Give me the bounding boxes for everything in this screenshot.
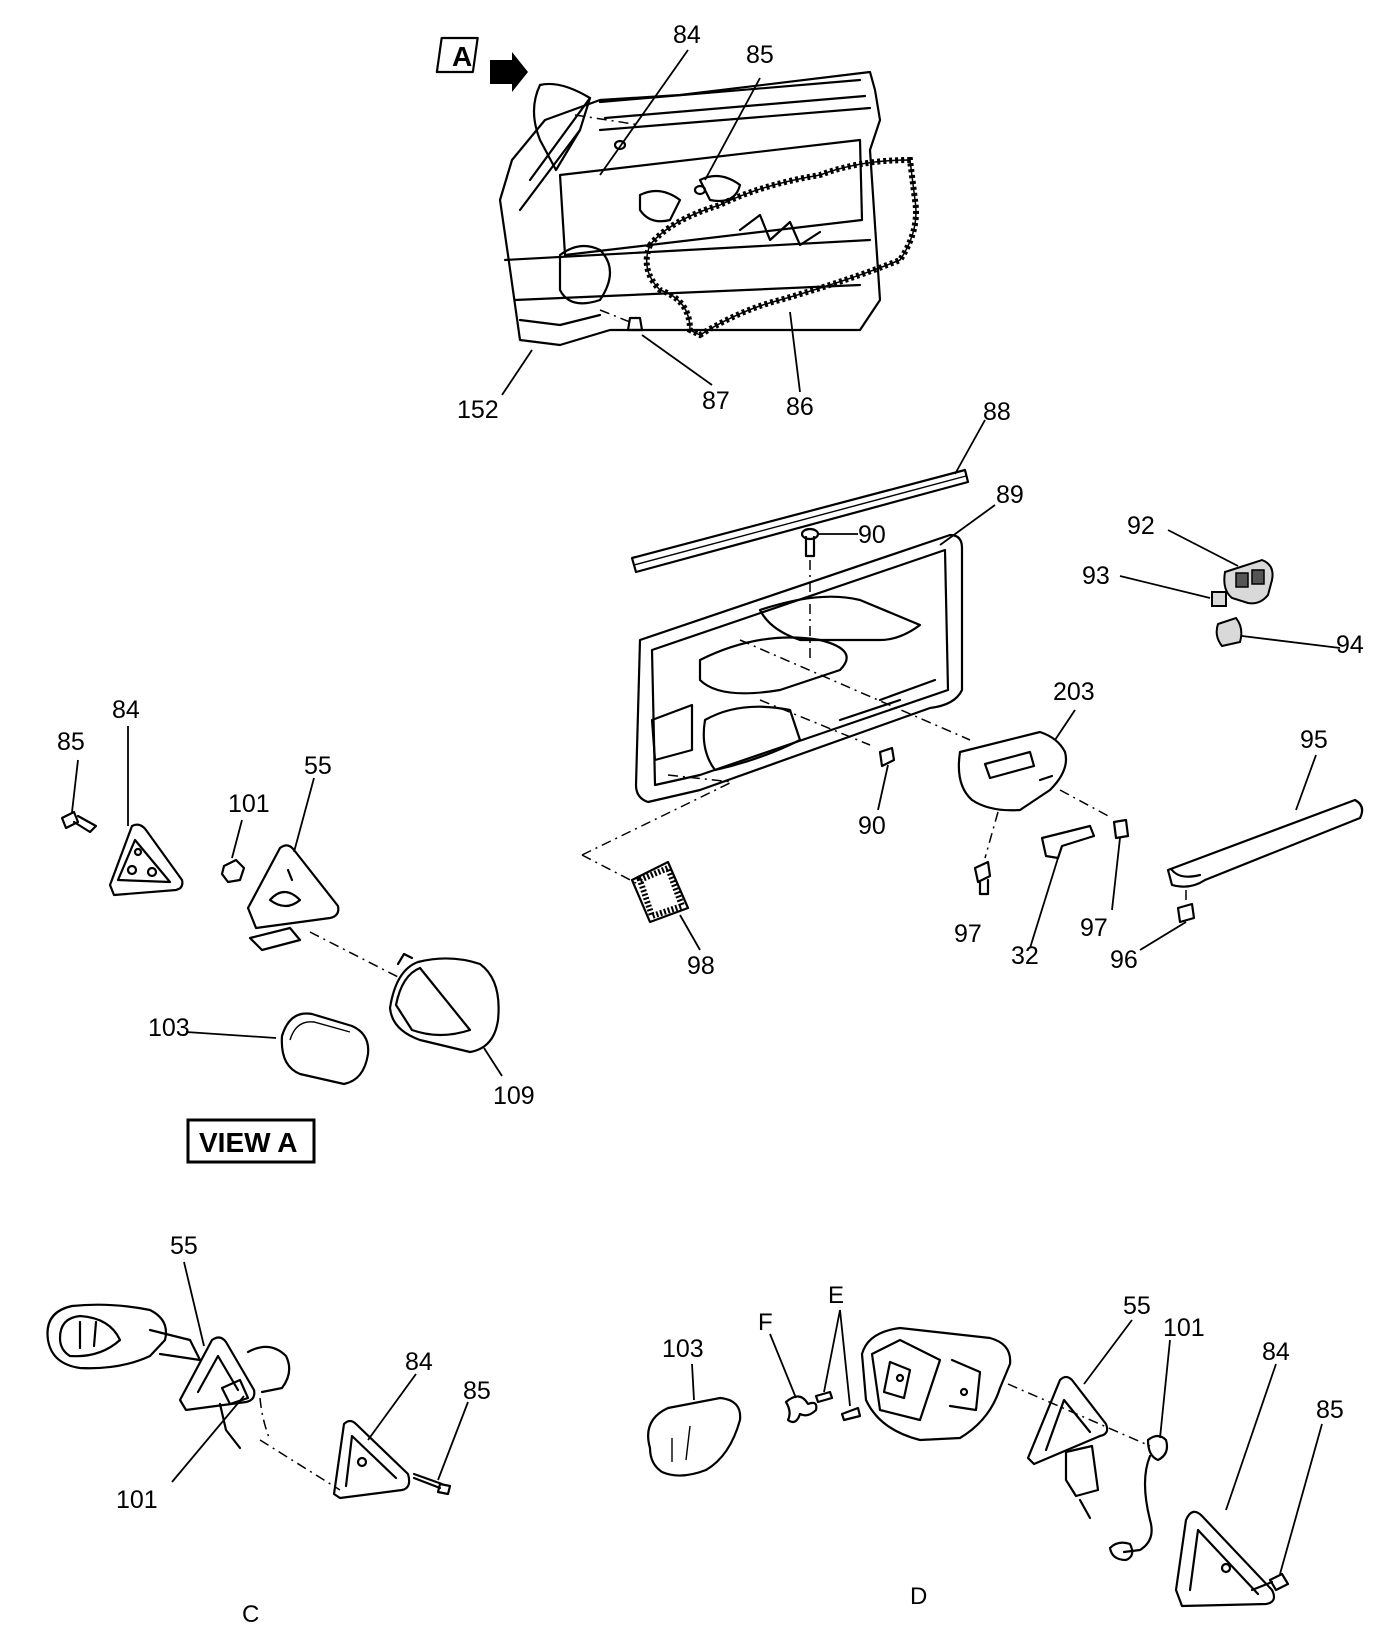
callout-152: 152 <box>457 396 499 424</box>
view-d-callout-85: 85 <box>1316 1396 1344 1424</box>
callout-93: 93 <box>1082 562 1110 590</box>
view-d: 103 F E 55 101 84 85 D <box>647 1282 1344 1610</box>
trim-32 <box>1040 824 1096 860</box>
mirror-glass-103 <box>280 1012 370 1086</box>
speaker-grille-98 <box>630 860 690 924</box>
view-a-title-box <box>186 1118 316 1164</box>
view-d-grommet-101 <box>1108 1434 1169 1562</box>
belt-weatherstrip-88 <box>630 468 970 574</box>
view-c-seal-84 <box>332 1419 411 1500</box>
callout-94: 94 <box>1336 631 1364 659</box>
view-c-screw-85 <box>412 1472 452 1496</box>
view-a-callout-103: 103 <box>148 1014 190 1042</box>
callout-84: 84 <box>673 21 701 49</box>
pull-handle-95 <box>1166 798 1364 888</box>
view-d-callout-101: 101 <box>1163 1314 1205 1342</box>
switch-92 <box>1223 558 1274 605</box>
view-a-title: VIEW A <box>199 1127 298 1158</box>
screw-85 <box>60 810 98 834</box>
callout-98: 98 <box>687 952 715 980</box>
callout-85: 85 <box>746 41 774 69</box>
callout-92: 92 <box>1127 512 1155 540</box>
view-d-glass-103 <box>647 1396 742 1477</box>
view-c-callout-85: 85 <box>463 1377 491 1405</box>
view-c-callout-101: 101 <box>116 1486 158 1514</box>
view-c-callout-55: 55 <box>170 1232 198 1260</box>
mirror-housing-109 <box>388 952 500 1054</box>
callout-97-right: 97 <box>1080 914 1108 942</box>
view-d-callout-f: F <box>758 1309 773 1336</box>
screw-90-bottom <box>877 746 896 811</box>
view-d-clip-f <box>784 1395 818 1424</box>
view-d-callout-84: 84 <box>1262 1338 1290 1366</box>
view-d-mirror-base-55 <box>1026 1375 1109 1520</box>
window-frame <box>532 82 592 172</box>
view-a-callout-84: 84 <box>112 696 140 724</box>
screw-97-right <box>1059 789 1130 840</box>
door-shell <box>498 70 882 347</box>
callout-97-left: 97 <box>954 920 982 948</box>
view-d-callout-e: E <box>828 1282 844 1309</box>
view-d-callout-55: 55 <box>1123 1292 1151 1320</box>
view-arrow-icon <box>490 52 528 92</box>
callout-96: 96 <box>1110 946 1138 974</box>
view-flag-text: A <box>452 41 472 72</box>
armrest-203 <box>957 730 1068 812</box>
callout-90-top: 90 <box>858 521 886 549</box>
view-a-callout-101: 101 <box>228 790 270 818</box>
callout-88: 88 <box>983 398 1011 426</box>
view-a-callout-109: 109 <box>493 1082 535 1110</box>
callout-95: 95 <box>1300 726 1328 754</box>
view-a-callout-55: 55 <box>304 752 332 780</box>
view-d-screw-85 <box>1250 1572 1290 1592</box>
callout-32: 32 <box>1011 942 1039 970</box>
view-d-seal-84 <box>1174 1510 1276 1608</box>
door-trim-panel-89 <box>634 533 964 804</box>
switch-94 <box>1215 616 1243 648</box>
view-c-callout-84: 84 <box>405 1348 433 1376</box>
callout-87: 87 <box>702 387 730 415</box>
view-c-mirror-housing <box>46 1303 202 1370</box>
door-assembly-view: A 84 85 152 <box>435 21 919 424</box>
clip-96 <box>1176 890 1196 924</box>
view-a: VIEW A 85 84 101 55 103 109 <box>57 696 535 1164</box>
view-c-mirror-base <box>178 1336 291 1450</box>
view-c-caption: C <box>242 1601 259 1628</box>
mirror-seal-84 <box>108 823 184 897</box>
view-d-callout-103: 103 <box>662 1335 704 1363</box>
callout-89: 89 <box>996 481 1024 509</box>
nut-101 <box>220 858 246 884</box>
view-d-mirror-housing <box>860 1326 1012 1442</box>
trim-panel-view: 88 89 90 90 92 93 94 203 95 97 97 32 96 … <box>581 398 1364 980</box>
view-a-flag: A <box>435 36 528 92</box>
mirror-base-55 <box>246 844 340 952</box>
switch-93 <box>1211 591 1227 607</box>
view-d-caption: D <box>910 1583 927 1610</box>
callout-86: 86 <box>786 393 814 421</box>
callout-203: 203 <box>1053 678 1095 706</box>
view-d-pins-e <box>814 1390 862 1422</box>
screw-97-left <box>973 811 999 896</box>
view-c: 55 101 84 85 C <box>46 1232 491 1628</box>
view-a-callout-85: 85 <box>57 728 85 756</box>
callout-90-bottom: 90 <box>858 812 886 840</box>
